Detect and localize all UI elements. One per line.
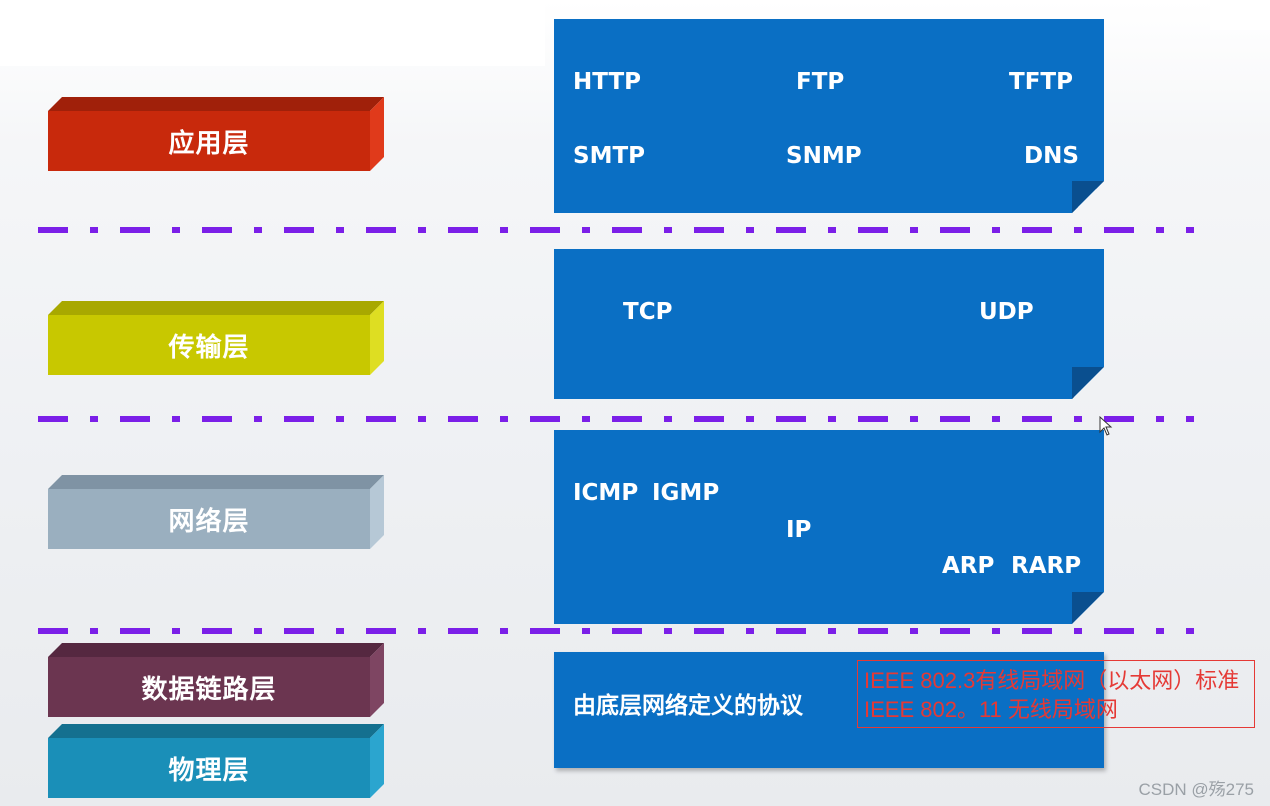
watermark: CSDN @殇275	[1138, 780, 1254, 799]
layer-top-face	[48, 643, 384, 657]
panel-transport: TCP UDP	[554, 249, 1104, 399]
layer-label-network: 网络层	[48, 489, 370, 549]
layer-application: 应用层	[48, 97, 384, 171]
layer-side-face	[370, 301, 384, 375]
layer-label-application: 应用层	[48, 111, 370, 171]
layer-side-face	[370, 475, 384, 549]
layer-divider-1	[38, 227, 1194, 233]
layer-divider-2	[38, 416, 1194, 422]
protocol-ip: IP	[786, 517, 812, 543]
layer-side-face	[370, 97, 384, 171]
protocol-dns: DNS	[1024, 143, 1079, 169]
protocol-underlying-network: 由底层网络定义的协议	[573, 693, 803, 719]
layer-divider-3	[38, 628, 1194, 634]
protocol-rarp: RARP	[1011, 553, 1082, 579]
layer-label-physical: 物理层	[48, 738, 370, 798]
panel-fold-corner	[1072, 181, 1104, 213]
layer-label-data-link: 数据链路层	[48, 657, 370, 717]
mouse-cursor-icon	[1099, 416, 1113, 436]
layer-top-face	[48, 97, 384, 111]
protocol-igmp: IGMP	[652, 480, 720, 506]
panel-fold-corner	[1072, 592, 1104, 624]
layer-label-transport: 传输层	[48, 315, 370, 375]
protocol-ftp: FTP	[796, 69, 845, 95]
layer-network: 网络层	[48, 475, 384, 549]
layer-top-face	[48, 301, 384, 315]
layer-top-face	[48, 475, 384, 489]
protocol-snmp: SNMP	[786, 143, 862, 169]
panel-application: HTTP FTP TFTP SMTP SNMP DNS	[554, 19, 1104, 213]
annotation-line-ethernet: IEEE 802.3有线局域网（以太网）标准	[864, 668, 1240, 693]
protocol-tftp: TFTP	[1009, 69, 1073, 95]
panel-network: ICMP IGMP IP ARP RARP	[554, 430, 1104, 624]
background-patch-right	[1210, 0, 1270, 30]
protocol-smtp: SMTP	[573, 143, 645, 169]
layer-side-face	[370, 643, 384, 717]
annotation-line-wireless: IEEE 802。11 无线局域网	[864, 697, 1118, 722]
protocol-udp: UDP	[979, 299, 1034, 325]
panel-fold-corner	[1072, 367, 1104, 399]
panel-link-physical: 由底层网络定义的协议	[554, 652, 1104, 768]
layer-side-face	[370, 724, 384, 798]
background-patch	[0, 0, 545, 66]
ieee-annotation-box: IEEE 802.3有线局域网（以太网）标准 IEEE 802。11 无线局域网	[857, 660, 1255, 728]
protocol-arp: ARP	[942, 553, 995, 579]
protocol-http: HTTP	[573, 69, 642, 95]
layer-top-face	[48, 724, 384, 738]
protocol-icmp: ICMP	[573, 480, 639, 506]
layer-data-link: 数据链路层	[48, 643, 384, 717]
layer-physical: 物理层	[48, 724, 384, 798]
layer-transport: 传输层	[48, 301, 384, 375]
protocol-tcp: TCP	[623, 299, 673, 325]
